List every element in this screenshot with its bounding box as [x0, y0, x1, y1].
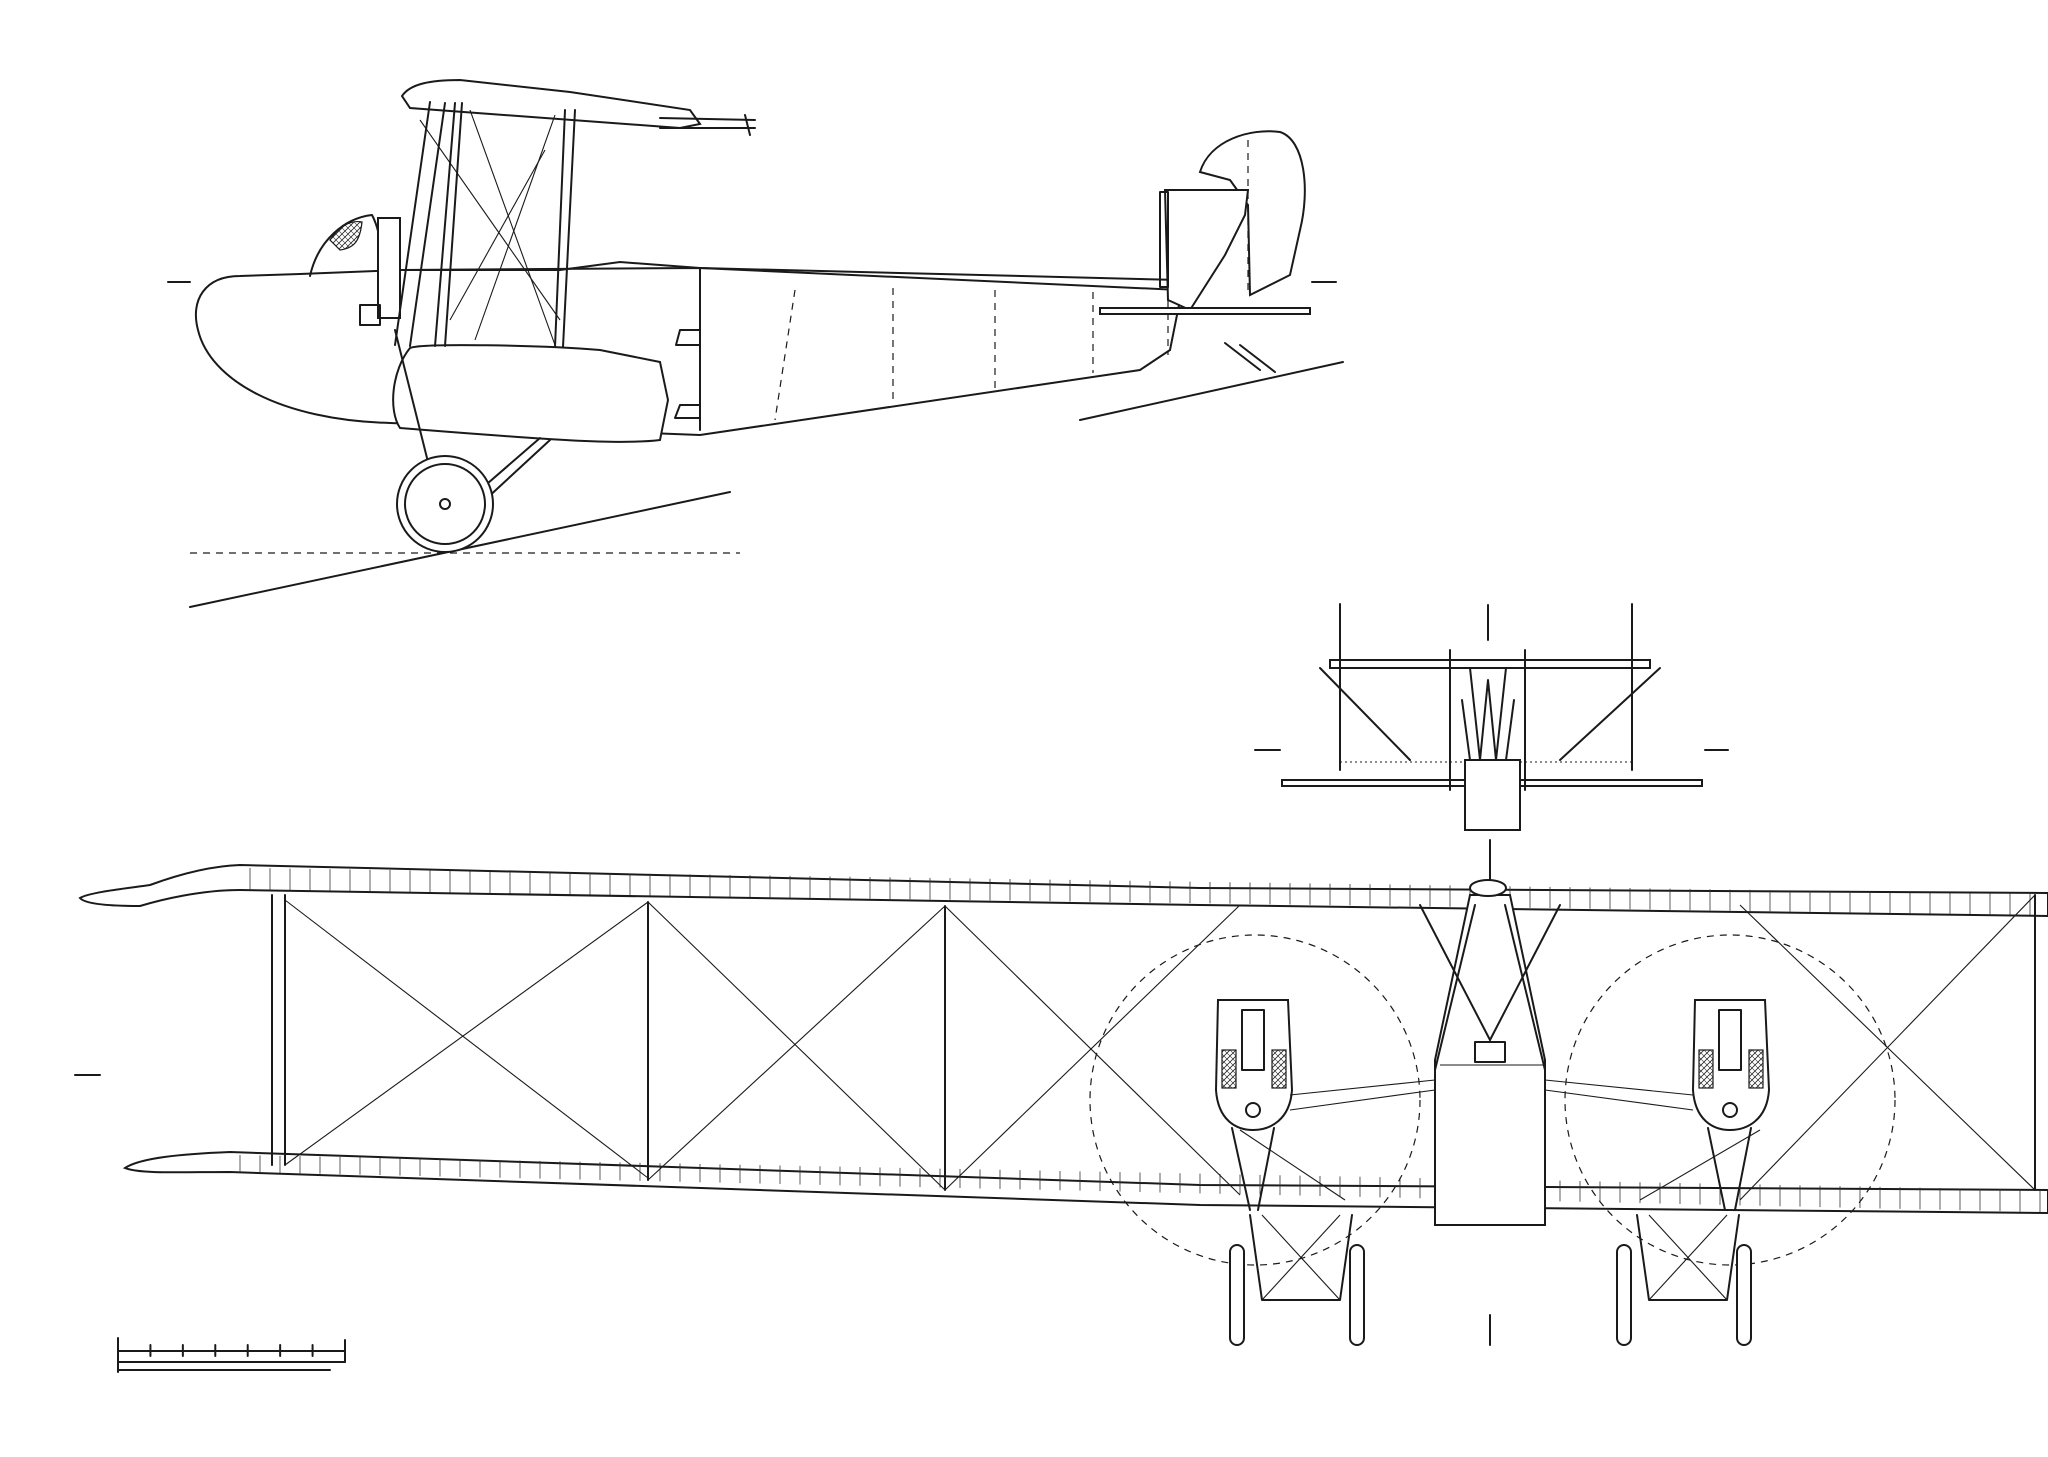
cabane	[1461, 699, 1515, 761]
brace-wire	[647, 905, 946, 1181]
strut	[394, 101, 431, 346]
radiator	[359, 304, 381, 326]
plan-view	[74, 839, 2048, 1346]
ground-line-tail	[1079, 361, 1344, 421]
brace-wire	[474, 114, 556, 341]
gear-leg	[484, 439, 551, 501]
brace-wire	[469, 109, 556, 346]
plan-nacelle	[1434, 894, 1546, 1226]
upper-wing-plan	[78, 863, 2048, 918]
front-nacelle	[1464, 759, 1521, 831]
brace-wire	[284, 901, 649, 1166]
upper-wing-side	[400, 78, 702, 130]
rudder	[1198, 130, 1306, 297]
engine-left	[1214, 999, 1436, 1211]
strut	[409, 102, 446, 347]
window	[675, 329, 701, 346]
brace-wire	[1739, 894, 2036, 1201]
brace-wire	[647, 901, 946, 1191]
strut	[554, 109, 566, 348]
gun-mount	[329, 220, 363, 251]
tail-post	[1159, 191, 1169, 288]
cabane-strut	[1504, 904, 1546, 1071]
cabane	[1469, 667, 1507, 761]
gear-leg	[394, 329, 431, 471]
cabane-strut	[1489, 904, 1561, 1041]
wheel-rim	[404, 463, 486, 545]
nose-ring	[1469, 879, 1507, 897]
frame-line	[774, 289, 796, 421]
tail-skid	[1224, 342, 1276, 373]
nacelle	[194, 260, 1181, 437]
engine-right	[1544, 999, 1771, 1211]
fin	[1163, 189, 1250, 312]
window	[674, 404, 701, 419]
propeller-disc-right	[1564, 934, 1896, 1266]
front-upper-wing	[1329, 659, 1651, 669]
aileron-rod	[659, 117, 756, 121]
strut	[1319, 667, 1411, 761]
landing-gear-left	[1229, 1214, 1365, 1346]
cockpit	[1474, 1041, 1506, 1063]
propeller-disc-left	[1089, 934, 1421, 1266]
brace-wire	[284, 899, 649, 1179]
strut	[444, 102, 463, 347]
side-elevation-view	[167, 78, 1344, 608]
brace-wire	[944, 905, 1241, 1196]
cabane-strut	[1434, 904, 1476, 1071]
main-wheel	[396, 455, 494, 553]
cabane-strut	[1419, 904, 1491, 1041]
brace-wire	[449, 149, 546, 321]
front-elevation-view	[1254, 603, 1729, 831]
brace-wire	[419, 119, 561, 321]
strut	[1559, 667, 1661, 761]
aileron-rod	[744, 114, 751, 136]
lower-wing-plan	[122, 1150, 2048, 1215]
brace-wire	[944, 904, 1241, 1191]
scale-bar	[117, 1337, 346, 1373]
lower-wing-side	[392, 344, 670, 443]
wheel-hub	[439, 498, 451, 510]
engine-block	[377, 217, 401, 319]
gear-leg	[479, 437, 541, 491]
upper-wing-ribs	[249, 868, 2031, 915]
strut	[434, 102, 456, 347]
landing-gear-right	[1616, 1214, 1752, 1346]
strut	[562, 109, 576, 348]
tailplane	[1099, 307, 1311, 315]
